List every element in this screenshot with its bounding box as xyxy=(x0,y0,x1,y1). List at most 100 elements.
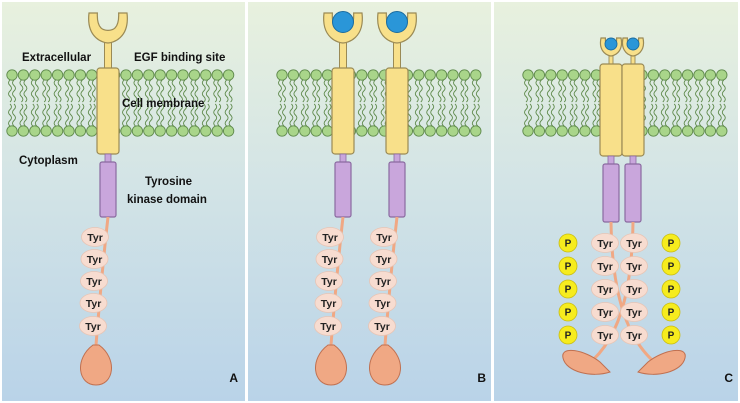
tyr-residue: Tyr xyxy=(591,302,619,322)
kinase-domain xyxy=(624,163,642,223)
lipid-head xyxy=(299,125,311,137)
tyr-residue: Tyr xyxy=(591,325,619,345)
tyrosine-label: Tyrosine xyxy=(145,176,192,188)
svg-text:Tyr: Tyr xyxy=(376,232,392,244)
extracellular-label: Extracellular xyxy=(22,52,92,64)
lipid-head xyxy=(704,125,717,137)
svg-text:P: P xyxy=(565,239,572,250)
tyr-residue: Tyr xyxy=(368,293,397,313)
svg-text:P: P xyxy=(668,331,675,342)
receptor-neck xyxy=(339,153,347,163)
lipid-head xyxy=(310,69,322,81)
lipid-head xyxy=(200,69,212,81)
lipid-head xyxy=(6,125,18,137)
lipid-head xyxy=(188,69,201,81)
phosphate-group: P xyxy=(661,325,681,345)
lipid-head xyxy=(177,125,189,137)
lipid-head xyxy=(367,125,379,137)
lipid-head xyxy=(367,69,379,81)
lipid-head xyxy=(670,69,682,81)
tyr-residue: Tyr xyxy=(314,316,342,336)
transmembrane-domain xyxy=(331,67,355,155)
svg-text:Tyr: Tyr xyxy=(86,298,102,310)
lipid-head xyxy=(74,125,87,137)
lipid-head xyxy=(413,69,425,81)
svg-text:P: P xyxy=(565,331,572,342)
svg-text:P: P xyxy=(668,285,675,296)
lipid-head xyxy=(647,69,660,81)
lipid-head xyxy=(567,69,580,81)
lipid-head xyxy=(6,69,18,81)
lipid-head xyxy=(470,69,482,81)
kinase-domain xyxy=(388,161,406,218)
tyr-residue: Tyr xyxy=(316,227,344,247)
svg-text:Tyr: Tyr xyxy=(626,307,642,319)
lipid-head xyxy=(177,69,189,81)
lipid-head xyxy=(647,125,660,137)
lipid-head xyxy=(17,69,30,81)
receptor-stalk xyxy=(339,41,347,71)
tail-bulb xyxy=(562,349,611,375)
lipid-head xyxy=(143,125,155,137)
lipid-head xyxy=(356,125,368,137)
lipid-head xyxy=(435,69,448,81)
lipid-head xyxy=(693,69,705,81)
phosphate-group: P xyxy=(661,233,681,253)
tyr-residue: Tyr xyxy=(80,271,108,291)
transmembrane-domain xyxy=(621,63,645,157)
lipid-head xyxy=(120,69,132,81)
tyr-residue: Tyr xyxy=(370,227,398,247)
lipid-head xyxy=(131,69,144,81)
lipid-head xyxy=(200,125,212,137)
lipid-head xyxy=(670,125,682,137)
lipid-head xyxy=(165,69,178,81)
lipid-head xyxy=(287,69,300,81)
phosphate-group: P xyxy=(558,325,578,345)
lipid-head xyxy=(659,125,671,137)
tyr-residue: Tyr xyxy=(315,249,344,269)
tyr-residue: Tyr xyxy=(591,256,619,276)
lipid-head xyxy=(356,69,368,81)
lipid-head xyxy=(40,69,52,81)
phosphate-group: P xyxy=(558,256,578,276)
phosphate-group: P xyxy=(558,302,578,322)
receptor-stalk xyxy=(104,41,112,71)
lipid-head xyxy=(579,125,591,137)
lipid-head xyxy=(276,125,288,137)
lipid-head xyxy=(321,125,334,137)
lipid-head xyxy=(693,125,705,137)
lipid-head xyxy=(533,125,546,137)
svg-text:P: P xyxy=(565,285,572,296)
svg-text:Tyr: Tyr xyxy=(597,238,613,250)
svg-text:Tyr: Tyr xyxy=(597,307,613,319)
egf-ligand xyxy=(626,37,640,51)
receptor-stalk xyxy=(393,41,401,71)
lipid-head xyxy=(222,125,235,137)
kinase-domain-label: kinase domain xyxy=(127,194,207,206)
receptor-neck xyxy=(629,155,637,165)
svg-text:P: P xyxy=(668,308,675,319)
lipid-head xyxy=(533,69,546,81)
svg-text:Tyr: Tyr xyxy=(321,276,337,288)
tyr-residue: Tyr xyxy=(620,279,648,299)
lipid-head xyxy=(143,69,155,81)
tyr-residue: Tyr xyxy=(620,325,648,345)
tyr-residue: Tyr xyxy=(369,271,397,291)
lipid-head xyxy=(716,69,728,81)
cytoplasm-label: Cytoplasm xyxy=(19,155,78,167)
tyr-residue: Tyr xyxy=(79,293,108,313)
tyr-residue: Tyr xyxy=(80,249,109,269)
lipid-head xyxy=(458,125,471,137)
lipid-head xyxy=(567,125,580,137)
svg-text:Tyr: Tyr xyxy=(597,330,613,342)
lipid-head xyxy=(222,69,235,81)
tail-bulb xyxy=(80,344,112,386)
lipid-head xyxy=(211,69,223,81)
lipid-head xyxy=(424,125,436,137)
lipid-head xyxy=(154,125,166,137)
